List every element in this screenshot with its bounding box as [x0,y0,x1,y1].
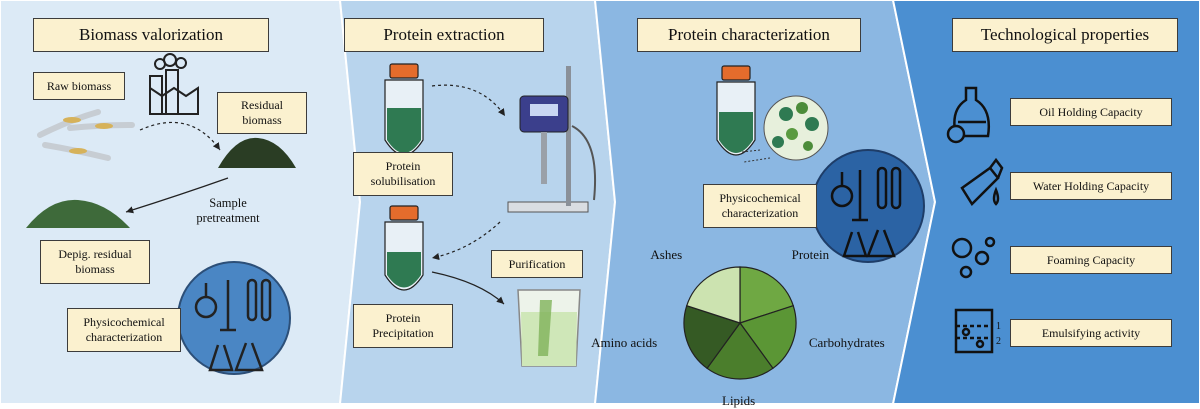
lab-equipment-icon [177,261,291,375]
water-bottle-icon [960,157,1004,206]
arrow-sonication-to-precipitation [431,221,501,261]
label-physicochemical-characterization-2: Physicochemical characterization [703,184,817,228]
beaker-layers-icon [954,308,994,354]
label-physicochemical-characterization: Physicochemical characterization [67,308,181,352]
residual-biomass-pile [218,137,296,168]
beaker-icon [517,289,581,367]
pie-label-ashes: Ashes [650,247,683,263]
label-depig-residual-biomass: Depig. residual biomass [40,240,150,284]
property-emulsifying: Emulsifying activity [1010,319,1172,347]
pie-label-lipids: Lipids [722,393,756,408]
label-raw-biomass: Raw biomass [33,72,125,100]
lab-equipment-icon [811,149,925,263]
layer-mark-1: 1 [996,321,1001,332]
pie-slice-carbohydrates [739,304,797,370]
pie-slice-amino-acids [683,304,741,370]
section-title-characterization: Protein characterization [637,18,861,52]
property-water-holding: Water Holding Capacity [1010,172,1172,200]
centrifuge-tube-icon [384,205,424,291]
arrow-precipitation-to-purification [431,271,505,305]
arrow-solubilisation-to-sonication [431,84,506,117]
pie-label-amino-acids: Amino acids [591,334,658,350]
microscope-view-icon [741,95,829,163]
centrifuge-tube-icon [716,65,756,156]
section-title-biomass: Biomass valorization [33,18,269,52]
pie-label-carbohydrates: Carbohydrates [808,334,885,350]
pie-slice-ashes [685,266,741,324]
label-sample-pretreatment: Sample pretreatment [196,196,260,225]
depig-biomass-pile [26,199,130,228]
pie-slice-lipids [706,321,774,380]
composition-pie-chart [683,266,797,380]
pie-label-protein: Protein [791,247,830,263]
factory-icon [149,53,199,115]
section-title-extraction: Protein extraction [344,18,544,52]
sonicator-icon [507,66,597,213]
property-foaming: Foaming Capacity [1010,246,1172,274]
arrow-raw-to-residual [139,121,221,151]
label-protein-solubilisation: Protein solubilisation [353,152,453,196]
label-residual-biomass: Residual biomass [217,92,307,134]
oil-bottle-icon [946,86,990,144]
label-purification: Purification [491,250,583,278]
bubbles-icon [951,236,996,279]
section-title-properties: Technological properties [952,18,1178,52]
property-oil-holding: Oil Holding Capacity [1010,98,1172,126]
raw-biomass-algae-icon [37,109,135,161]
pie-slice-protein [739,266,795,324]
label-protein-precipitation: Protein Precipitation [353,304,453,348]
centrifuge-tube-icon [384,63,424,156]
layer-mark-2: 2 [996,336,1001,347]
arrow-residual-to-depig [125,177,229,214]
